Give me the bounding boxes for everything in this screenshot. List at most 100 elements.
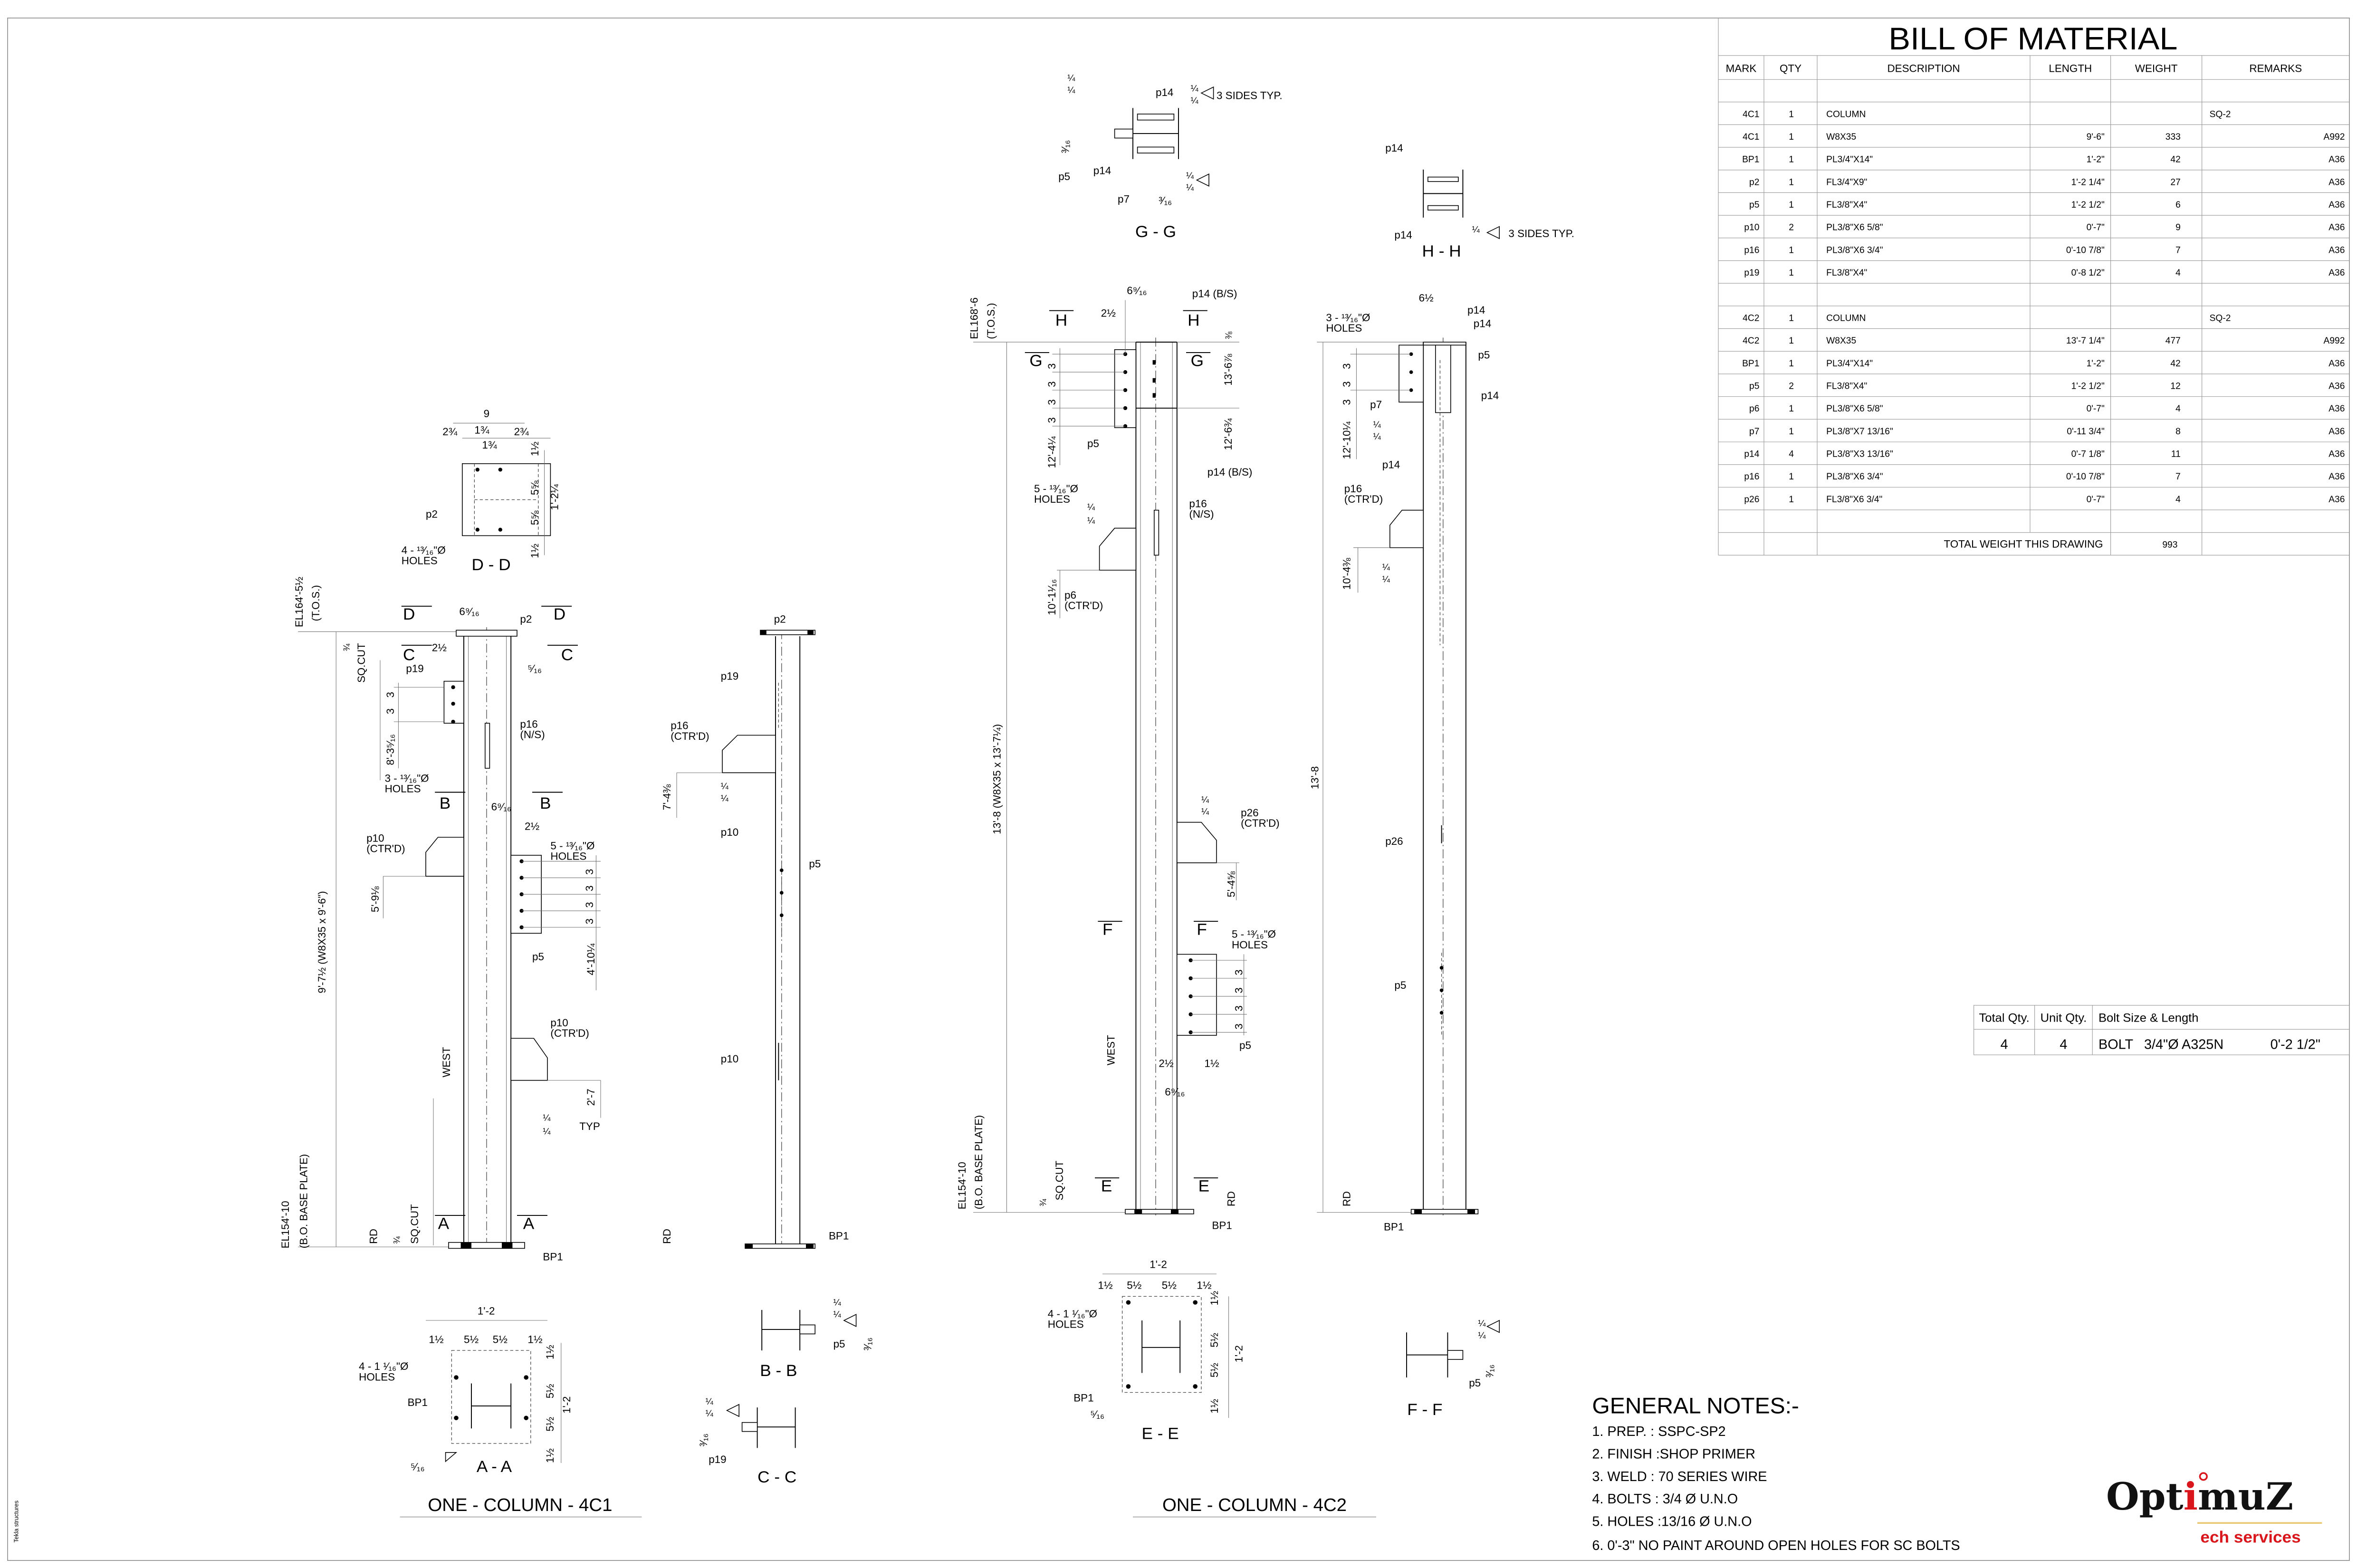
section-h-h-label: p14: [1385, 142, 1403, 154]
elevation-4c1-label: HOLES: [385, 783, 421, 795]
section-a-a-label: 1½: [544, 1345, 556, 1359]
bom-description: FL3/8"X4": [1826, 268, 1867, 278]
elevation-side-label: 12'-10¼: [1341, 421, 1352, 459]
elevation-4c1-label: BP1: [543, 1251, 563, 1263]
elevation-4c1-label: A: [438, 1214, 450, 1233]
section-e-e-label: 1½: [1197, 1280, 1211, 1291]
bom-weight: 7: [2175, 246, 2181, 256]
elevation-side-label: p5: [809, 858, 821, 870]
elevation-side-label: 7'-4⅜: [661, 784, 673, 810]
elevation-4c1-label: RD: [367, 1229, 379, 1244]
section-e-e-label: 5½: [1127, 1280, 1141, 1291]
section-f-f-label: ¼: [1478, 1331, 1486, 1341]
elevation-4c1-label: (B.O. BASE PLATE): [297, 1154, 309, 1249]
bom-description: FL3/8"X4": [1826, 382, 1867, 392]
elevation-4c1-label: 3: [584, 902, 595, 908]
optimuz-logo: OptimuZ ech services: [2106, 1472, 2322, 1546]
section-b-b-label: ³⁄₁₆: [862, 1338, 873, 1350]
elevation-4c1-label: 3: [384, 692, 396, 698]
elevation-side-label: p26: [1385, 835, 1403, 847]
section-g-g-label: ¼: [1067, 86, 1075, 96]
elevation-4c1-label: 3 - ¹³⁄₁₆"Ø: [385, 772, 429, 784]
bom-mark: p6: [1749, 404, 1759, 414]
bom-weight: 7: [2175, 472, 2181, 482]
bom-description: W8X35: [1826, 132, 1856, 142]
bom-weight: 4: [2175, 268, 2181, 278]
note-item: 4. BOLTS : 3/4 Ø U.N.O: [1592, 1492, 1738, 1507]
elevation-4c1-label: 4'-10¼: [585, 943, 597, 975]
elevation-4c2-label: F: [1197, 920, 1207, 939]
section-e-e-label: 4 - 1 ¹⁄₁₆"Ø: [1048, 1308, 1097, 1320]
bom-qty: 4: [1789, 449, 1794, 459]
section-h-h: [1423, 169, 1500, 239]
software-watermark: Tekla structures: [12, 1501, 19, 1542]
elevation-4c2-label: 3: [1233, 1005, 1245, 1011]
elevation-4c2-label: 13'-8 (W8X35 x 13'-7¼): [991, 724, 1003, 834]
elevation-side-4c1: [676, 630, 816, 1249]
bom-mark: 4C2: [1743, 336, 1759, 346]
bom-qty: 1: [1789, 404, 1794, 414]
bom-length: 0'-10 7/8": [2066, 472, 2105, 482]
bom-weight: 42: [2170, 359, 2180, 369]
section-d-d-label: 4 - ¹³⁄₁₆"Ø: [402, 544, 446, 556]
section-b-b-label: ¼: [834, 1298, 842, 1308]
bolt-list-table: Total Qty. Unit Qty. Bolt Size & Length …: [1974, 1005, 2350, 1055]
bom-qty: 1: [1789, 359, 1794, 369]
elevation-4c2-label: 6⁹⁄₁₆: [1127, 285, 1147, 296]
bom-remarks: SQ-2: [2210, 314, 2231, 324]
elevation-4c2-label: RD: [1225, 1191, 1237, 1206]
elevation-4c1-label: 9'-7½ (W8X35 x 9'-6"): [316, 891, 328, 993]
elevation-4c2-label: ¼: [1201, 807, 1209, 817]
elevation-4c2-label: E: [1198, 1177, 1209, 1195]
section-a-a-label: 1½: [544, 1448, 556, 1463]
bom-remarks: A992: [2324, 132, 2345, 142]
elevation-4c1-label: SQ.CUT: [409, 1204, 421, 1244]
bom-weight: 42: [2170, 155, 2180, 165]
section-d-d-label: 2¾: [442, 426, 458, 438]
bom-length: 1'-2 1/2": [2071, 382, 2105, 392]
section-e-e-label: HOLES: [1048, 1319, 1084, 1330]
bom-description: PL3/8"X6 3/4": [1826, 472, 1883, 482]
elevation-4c1-label: ¼: [543, 1113, 551, 1123]
section-f-f-label: p5: [1469, 1377, 1481, 1389]
section-e-e-label: E - E: [1141, 1425, 1178, 1443]
section-d-d-label: 5⅝: [529, 510, 541, 525]
bom-length: 0'-11 3/4": [2067, 427, 2104, 437]
elevation-4c1-label: C: [403, 646, 415, 664]
elevation-4c1-label: C: [561, 646, 573, 664]
assembly-title: ONE - COLUMN - 4C1: [428, 1495, 612, 1515]
bom-mark: p14: [1744, 449, 1759, 459]
bom-header-mark: MARK: [1726, 63, 1757, 75]
bom-mark: BP1: [1742, 359, 1759, 369]
section-a-a-label: 5½: [493, 1333, 508, 1345]
elevation-side-label: p7: [1370, 399, 1382, 411]
bom-description: PL3/8"X6 5/8": [1826, 223, 1883, 233]
section-a-a-label: 5½: [544, 1417, 556, 1432]
elevation-4c2-label: 3: [1046, 399, 1058, 405]
bom-mark: p26: [1744, 495, 1759, 505]
section-e-e-label: 5½: [1208, 1363, 1220, 1377]
bom-description: PL3/8"X3 13/16": [1826, 449, 1893, 459]
section-c-c-label: C - C: [757, 1468, 796, 1486]
elevation-side-label: ¼: [1373, 432, 1381, 442]
section-d-d-label: 1¾: [482, 439, 497, 451]
section-c-c-label: ¼: [706, 1409, 714, 1419]
elevation-4c2-label: (CTR'D): [1064, 600, 1103, 612]
elevation-side-label: RD: [1341, 1191, 1352, 1206]
bom-header-desc: DESCRIPTION: [1887, 63, 1960, 75]
general-notes: GENERAL NOTES:- 1. PREP. : SSPC-SP2 2. F…: [1592, 1394, 1960, 1553]
elevation-4c1-label: p19: [406, 663, 423, 675]
section-h-h-label: ¼: [1472, 225, 1480, 235]
elevation-4c1-label: 3: [584, 885, 595, 891]
bom-remarks: A36: [2328, 223, 2345, 233]
bom-remarks: A36: [2328, 359, 2345, 369]
bom-mark: p10: [1744, 223, 1759, 233]
